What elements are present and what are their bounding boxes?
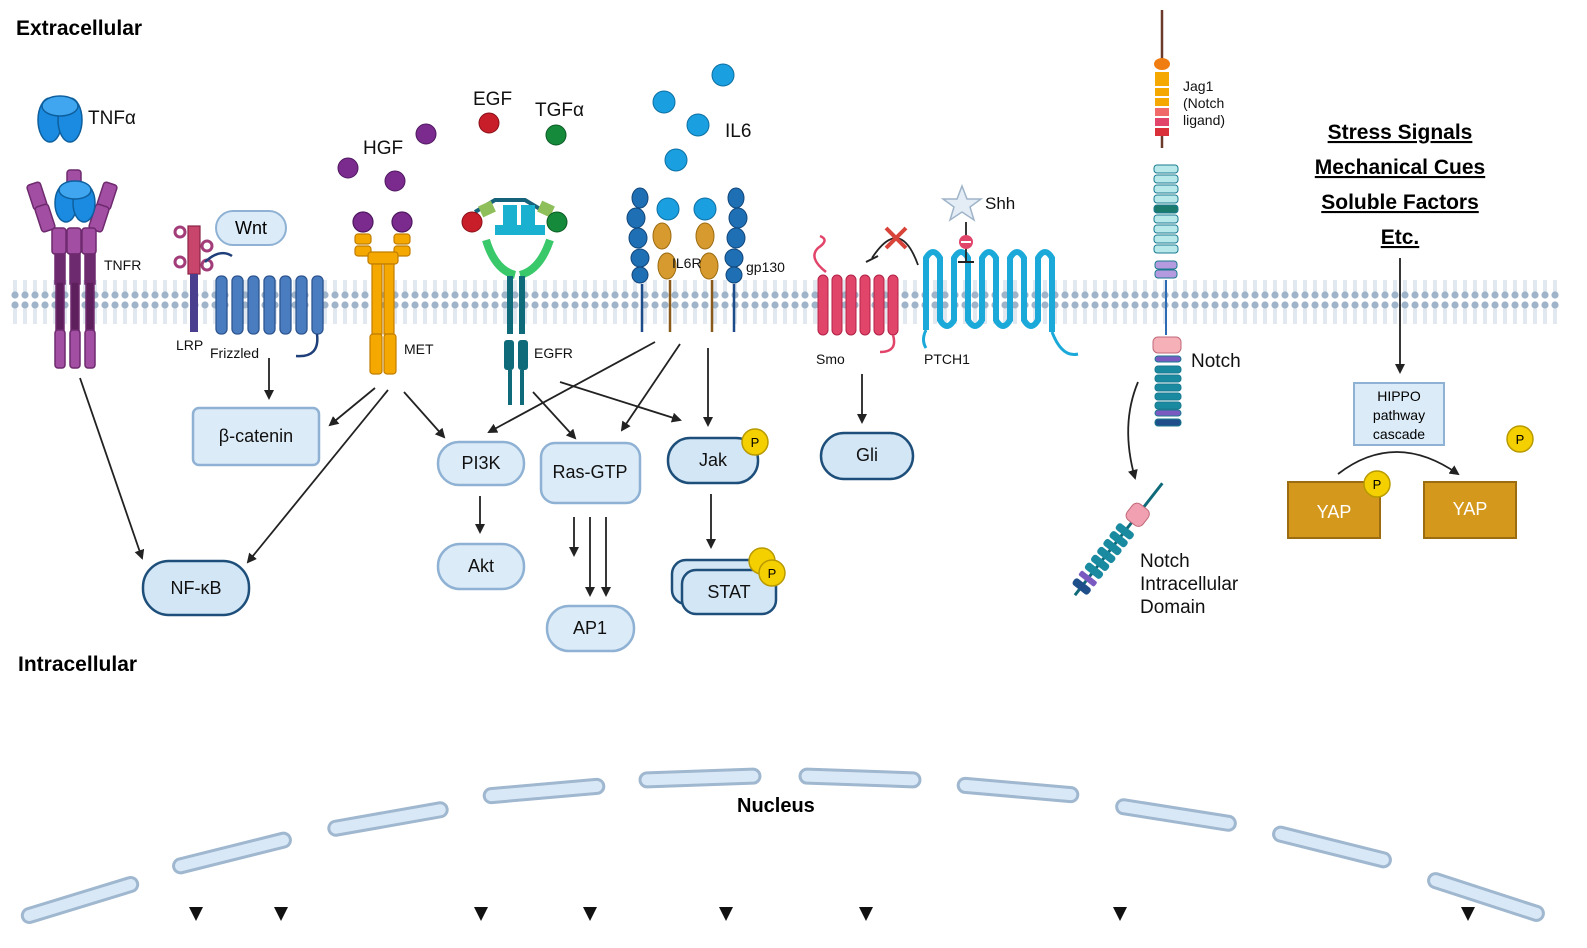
met-receptor — [352, 211, 413, 375]
ras-gtp-node: Ras-GTP — [539, 441, 642, 505]
egf-label: EGF — [473, 89, 512, 110]
tnfr-label: TNFR — [104, 257, 141, 273]
stat-node: P STAT — [670, 547, 786, 616]
nuclear-translocation-arrows — [189, 480, 1475, 921]
nuclear-envelope — [20, 767, 1545, 924]
yap-phosphorylated: YAP P — [1287, 470, 1391, 539]
jag1-label-line2: (Notch — [1183, 95, 1224, 111]
signal-mechanical: Mechanical Cues — [1315, 156, 1485, 179]
beta-catenin-label: β-catenin — [219, 426, 293, 446]
notch-intracellular-domain — [1072, 482, 1164, 597]
egf-ligand — [478, 112, 500, 134]
frizzled-label: Frizzled — [210, 345, 259, 361]
il6-ligands — [652, 63, 735, 172]
stat-label: STAT — [707, 582, 750, 602]
pi3k-node: PI3K — [436, 440, 526, 487]
met-label: MET — [404, 341, 434, 357]
yap-left-phospho: P — [1373, 477, 1382, 492]
nicd-label-line1: Notch — [1140, 551, 1190, 572]
yap-left-label: YAP — [1317, 502, 1352, 522]
free-phospho-label: P — [1516, 432, 1525, 447]
wnt-label: Wnt — [235, 218, 267, 238]
smo-label: Smo — [816, 351, 845, 367]
nf-kb-node: NF-κB — [141, 559, 251, 617]
stress-signals-list: Stress Signals Mechanical Cues Soluble F… — [1315, 121, 1485, 249]
smo-receptor — [813, 234, 899, 354]
lrp-label: LRP — [176, 337, 203, 353]
gli-label: Gli — [856, 445, 878, 465]
yap-right-label: YAP — [1453, 499, 1488, 519]
gli-node: Gli — [819, 431, 915, 481]
akt-label: Akt — [468, 556, 494, 576]
beta-catenin-node: β-catenin — [191, 406, 321, 467]
ptch1-label: PTCH1 — [924, 351, 970, 367]
hippo-line1: HIPPO — [1377, 388, 1421, 404]
il6r-label: IL6R — [672, 255, 702, 271]
notch-receptor — [1152, 164, 1182, 427]
tnf-alpha-label: TNFα — [88, 108, 136, 129]
stat-phospho: P — [768, 566, 777, 581]
free-phosphate: P — [1506, 425, 1534, 453]
jag1-label-line1: Jag1 — [1183, 78, 1214, 94]
ptch1-receptor — [922, 249, 1079, 357]
shh-ligand — [940, 183, 984, 263]
tnfr-receptor — [26, 169, 118, 369]
extracellular-label: Extracellular — [16, 17, 142, 40]
signal-etc: Etc. — [1381, 226, 1420, 249]
shh-label: Shh — [985, 194, 1015, 213]
intracellular-label: Intracellular — [18, 653, 137, 676]
tgf-alpha-label: TGFα — [535, 100, 584, 121]
tnf-alpha-ligand — [37, 95, 83, 143]
pi3k-label: PI3K — [461, 453, 500, 473]
lrp-receptor — [173, 225, 214, 332]
tnf-alpha-bound — [54, 180, 96, 223]
hgf-ligands — [337, 123, 437, 192]
akt-node: Akt — [436, 542, 526, 591]
hippo-line3: cascade — [1373, 426, 1425, 442]
hgf-label: HGF — [363, 138, 403, 159]
jak-phospho: P — [751, 435, 760, 450]
jag1-ligand — [1154, 10, 1170, 148]
il6-label: IL6 — [725, 121, 751, 142]
il6-receptor-complex — [626, 187, 748, 332]
hippo-line2: pathway — [1373, 407, 1425, 423]
jag1-label-line3: ligand) — [1183, 112, 1225, 128]
ap1-label: AP1 — [573, 618, 607, 638]
tgf-alpha-ligand — [545, 124, 567, 146]
signal-soluble: Soluble Factors — [1321, 191, 1479, 214]
ptch1-inhibition — [865, 226, 919, 266]
signal-stress: Stress Signals — [1328, 121, 1473, 144]
ras-gtp-label: Ras-GTP — [552, 462, 627, 482]
egfr-label: EGFR — [534, 345, 573, 361]
nicd-label-line3: Domain — [1140, 597, 1205, 618]
jak-node: Jak P — [666, 428, 769, 485]
ap1-node: AP1 — [545, 604, 636, 653]
hippo-cascade-box: HIPPO pathway cascade — [1353, 382, 1445, 446]
yap-unphosphorylated: YAP — [1423, 481, 1517, 539]
egfr-receptor — [461, 198, 568, 405]
signal-arrows — [79, 258, 1460, 597]
jak-label: Jak — [699, 450, 728, 470]
frizzled-receptor — [204, 251, 324, 358]
wnt-ligand — [215, 210, 287, 246]
nf-kb-label: NF-κB — [171, 578, 222, 598]
nicd-label-line2: Intracellular — [1140, 574, 1239, 595]
nucleus-label: Nucleus — [737, 795, 815, 817]
gp130-label: gp130 — [746, 259, 785, 275]
notch-label: Notch — [1191, 351, 1241, 372]
